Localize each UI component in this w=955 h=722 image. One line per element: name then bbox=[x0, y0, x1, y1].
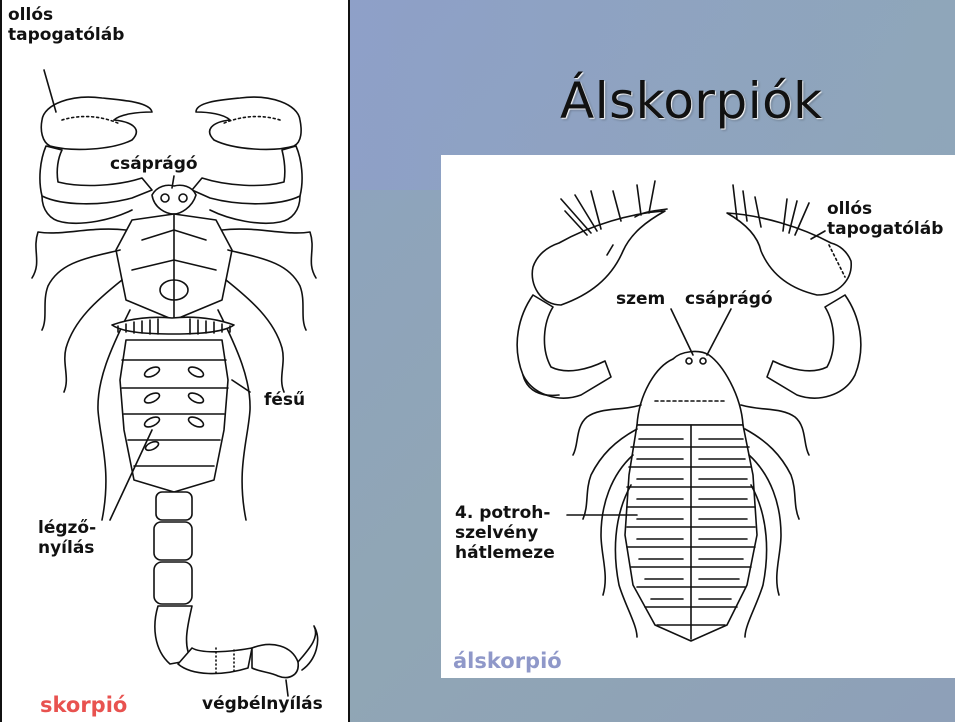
slide-title: Álskorpiók bbox=[560, 72, 823, 130]
pseudoscorpion-label-pedipalp: ollós tapogatóláb bbox=[827, 199, 943, 239]
scorpion-label-chelicera: csáprágó bbox=[110, 154, 198, 174]
scorpion-panel: ollós tapogatóláb csáprágó fésű légző- n… bbox=[0, 0, 350, 722]
pseudoscorpion-label-chelicera: csáprágó bbox=[685, 289, 773, 309]
pseudoscorpion-label-eye: szem bbox=[616, 289, 665, 309]
scorpion-label-pedipalp: ollós tapogatóláb bbox=[8, 5, 124, 45]
scorpion-label-spiracle: légző- nyílás bbox=[38, 518, 96, 558]
pseudoscorpion-caption: álskorpió bbox=[453, 649, 562, 673]
pseudoscorpion-label-tergite: 4. potroh- szelvény hátlemeze bbox=[455, 503, 555, 563]
scorpion-caption: skorpió bbox=[40, 693, 127, 717]
scorpion-label-comb: fésű bbox=[264, 390, 305, 410]
scorpion-drawing bbox=[2, 0, 348, 722]
scorpion-label-anus: végbélnyílás bbox=[202, 694, 323, 714]
pseudoscorpion-panel: ollós tapogatóláb szem csáprágó 4. potro… bbox=[441, 155, 955, 678]
